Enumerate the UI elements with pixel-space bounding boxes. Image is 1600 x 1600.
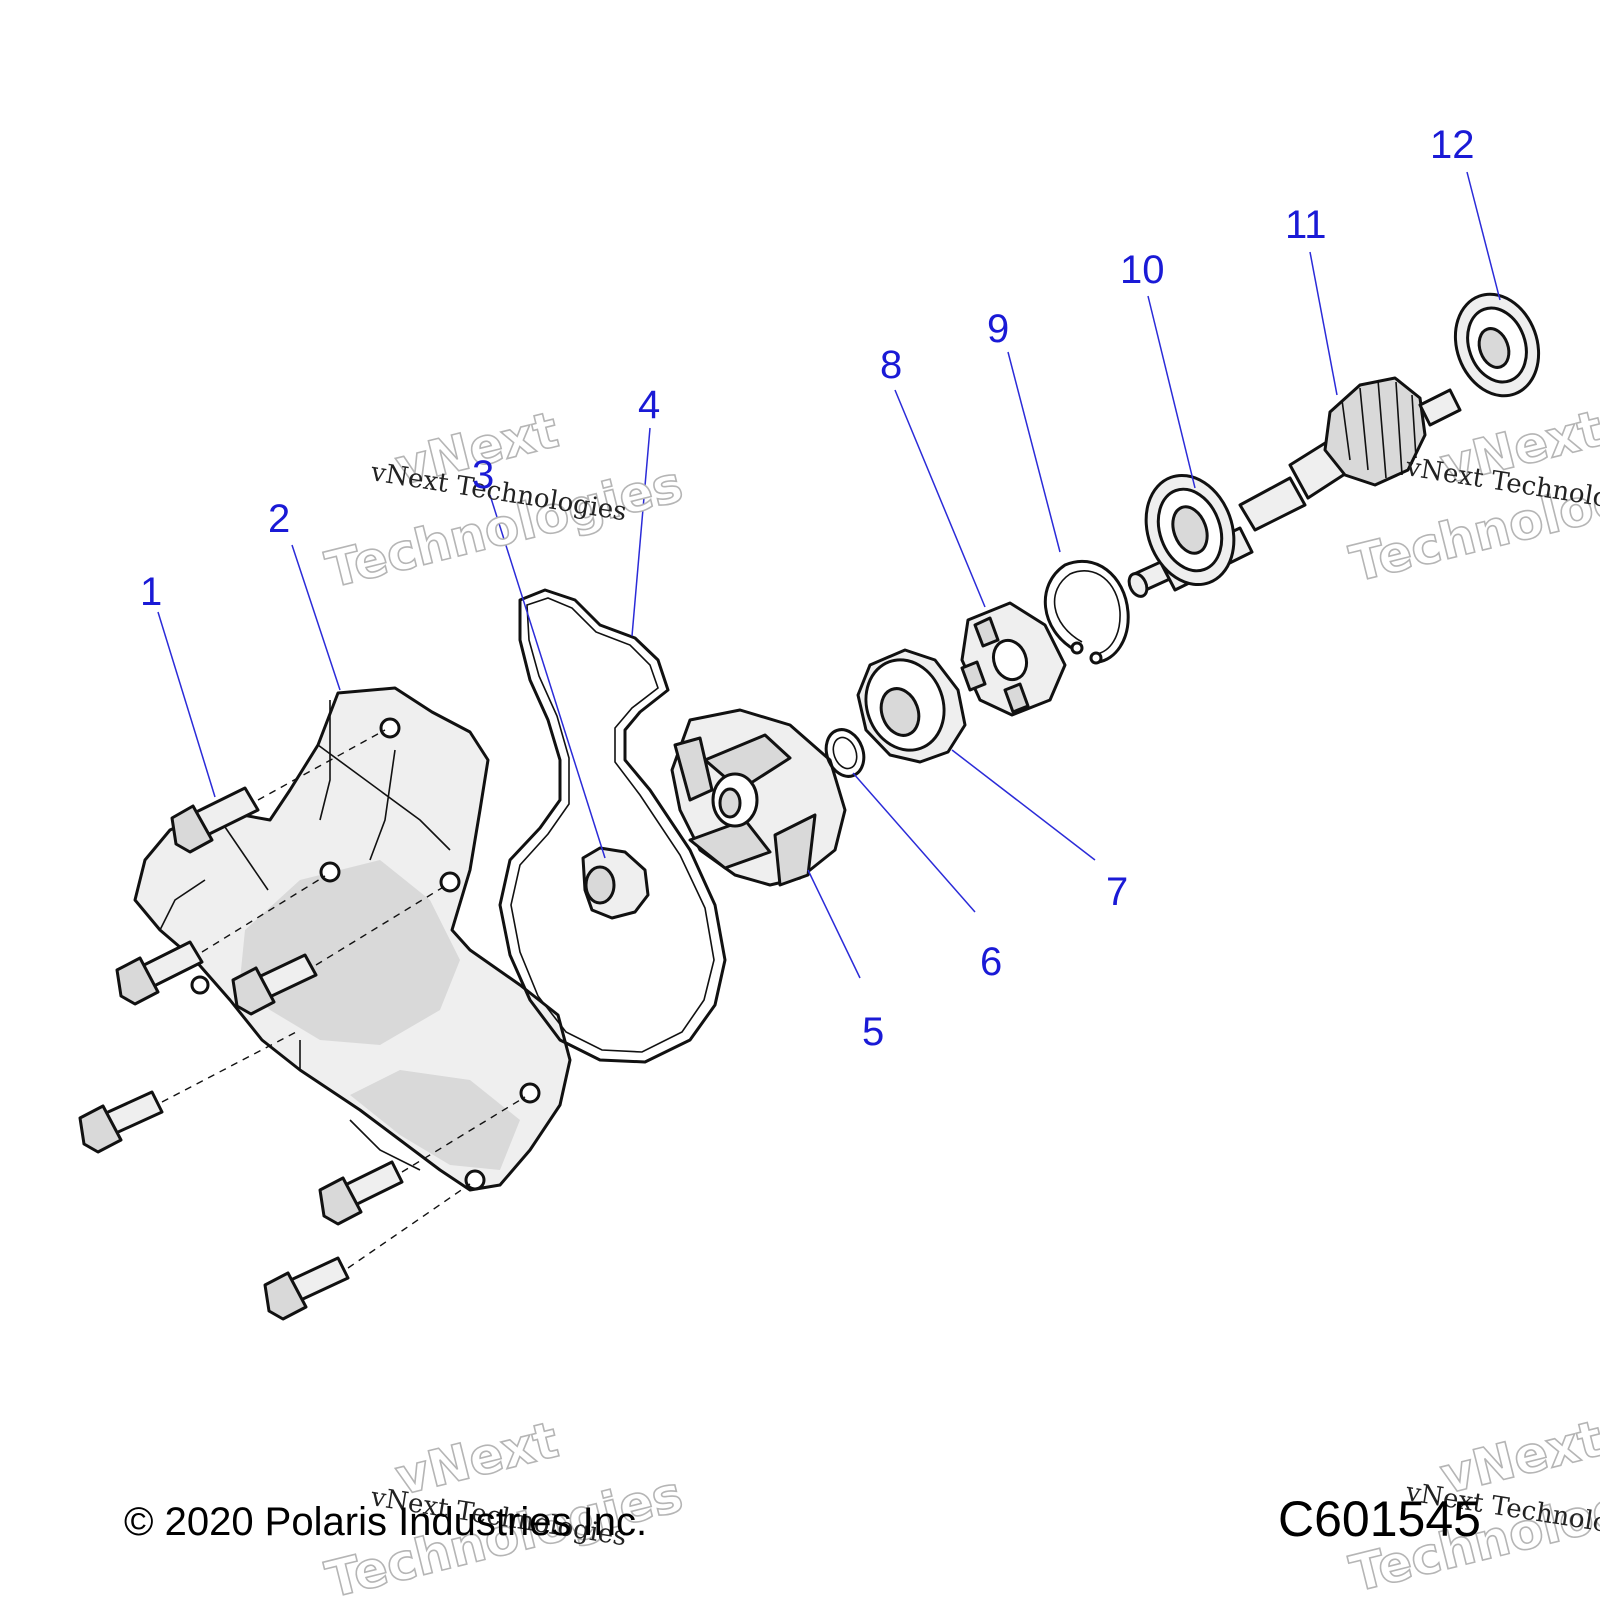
leader-2 bbox=[291, 544, 341, 691]
callout-labels: 1 2 3 4 5 6 7 8 9 10 11 12 bbox=[140, 123, 1475, 1054]
bolt bbox=[78, 1090, 164, 1154]
bolt bbox=[115, 940, 204, 1006]
leader-6 bbox=[852, 772, 976, 913]
callout-8: 8 bbox=[880, 343, 902, 387]
impeller bbox=[670, 708, 847, 887]
copyright-notice: © 2020 Polaris Industries Inc. bbox=[124, 1500, 648, 1544]
helical-gear bbox=[1323, 376, 1462, 487]
watermark-top-left: vNext Technologies vNext Technologies bbox=[319, 400, 688, 600]
callout-3: 3 bbox=[472, 453, 494, 497]
leader-10 bbox=[1147, 295, 1196, 489]
drawing-number: C601545 bbox=[1278, 1491, 1481, 1547]
leader-11 bbox=[1309, 251, 1338, 396]
leader-8 bbox=[894, 389, 986, 608]
leader-lines bbox=[157, 171, 1501, 979]
leader-4 bbox=[631, 427, 651, 637]
callout-4: 4 bbox=[638, 383, 660, 427]
leader-12 bbox=[1466, 171, 1501, 301]
callout-12: 12 bbox=[1430, 123, 1475, 167]
leader-3 bbox=[489, 494, 606, 859]
callout-9: 9 bbox=[987, 307, 1009, 351]
leader-9 bbox=[1007, 351, 1061, 553]
circlip bbox=[1043, 559, 1130, 665]
callout-11: 11 bbox=[1285, 203, 1327, 247]
o-ring bbox=[824, 728, 866, 778]
gasket bbox=[498, 588, 727, 1064]
bolt bbox=[170, 786, 260, 854]
callout-6: 6 bbox=[980, 940, 1002, 984]
callout-1: 1 bbox=[140, 570, 162, 614]
callout-10: 10 bbox=[1120, 248, 1165, 292]
bolt bbox=[231, 953, 318, 1016]
bearing-inner bbox=[1144, 473, 1236, 587]
leader-1 bbox=[157, 611, 216, 798]
bushing bbox=[581, 846, 650, 920]
leader-5 bbox=[807, 869, 861, 979]
leader-7 bbox=[951, 749, 1096, 861]
bolt-set bbox=[78, 729, 526, 1321]
bolt bbox=[318, 1160, 404, 1226]
bolt bbox=[263, 1256, 350, 1321]
callout-2: 2 bbox=[268, 497, 290, 541]
pump-cover-housing bbox=[133, 686, 572, 1192]
bearing-outer bbox=[1453, 292, 1541, 398]
seal bbox=[856, 648, 967, 764]
callout-5: 5 bbox=[862, 1010, 884, 1054]
callout-7: 7 bbox=[1106, 870, 1128, 914]
castellated-nut bbox=[960, 601, 1067, 717]
